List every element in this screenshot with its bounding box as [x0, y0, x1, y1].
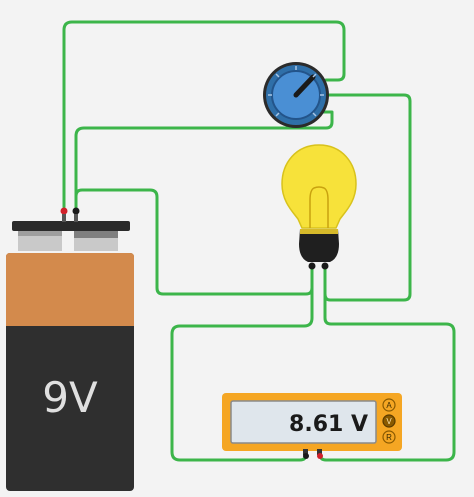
battery-band	[6, 253, 134, 326]
bulb-terminal-left[interactable]	[308, 262, 316, 270]
pot-ticks	[268, 66, 324, 117]
meter-mode-a-button[interactable]: A	[382, 398, 396, 412]
wire-battery-positive-to-pot[interactable]	[62, 20, 346, 209]
svg-text:V: V	[386, 417, 392, 426]
meter-mode-v-button[interactable]: V	[382, 414, 396, 428]
wire-bulb-to-meter-left[interactable]	[170, 266, 314, 462]
svg-text:R: R	[386, 433, 392, 442]
bulb-filament	[309, 186, 329, 228]
battery-9v-icon[interactable]: 9V	[6, 207, 134, 492]
meter-probe-positive[interactable]	[317, 453, 323, 459]
battery-negative-terminal-dot[interactable]	[72, 207, 80, 215]
wire-battery-negative-to-bulb[interactable]	[74, 188, 314, 296]
meter-probe-common[interactable]	[303, 453, 309, 459]
meter-reading: 8.61 V	[289, 412, 368, 437]
multimeter-icon[interactable]: 8.61 V A V R	[222, 393, 402, 459]
light-bulb-icon[interactable]	[281, 144, 357, 270]
wire-pot-wiper-to-battery-negative[interactable]	[74, 110, 334, 209]
pot-indicator	[293, 74, 316, 98]
potentiometer-icon[interactable]	[263, 62, 329, 128]
bulb-base	[299, 229, 339, 262]
battery-positive-terminal-dot[interactable]	[60, 207, 68, 215]
battery-label: 9V	[42, 373, 98, 422]
meter-screen	[230, 400, 377, 444]
bulb-terminal-right[interactable]	[321, 262, 329, 270]
wire-bulb-to-meter-right[interactable]	[318, 266, 456, 462]
meter-mode-r-button[interactable]: R	[382, 430, 396, 444]
wires	[62, 20, 456, 462]
svg-text:A: A	[386, 401, 392, 410]
battery-cap	[12, 221, 130, 231]
